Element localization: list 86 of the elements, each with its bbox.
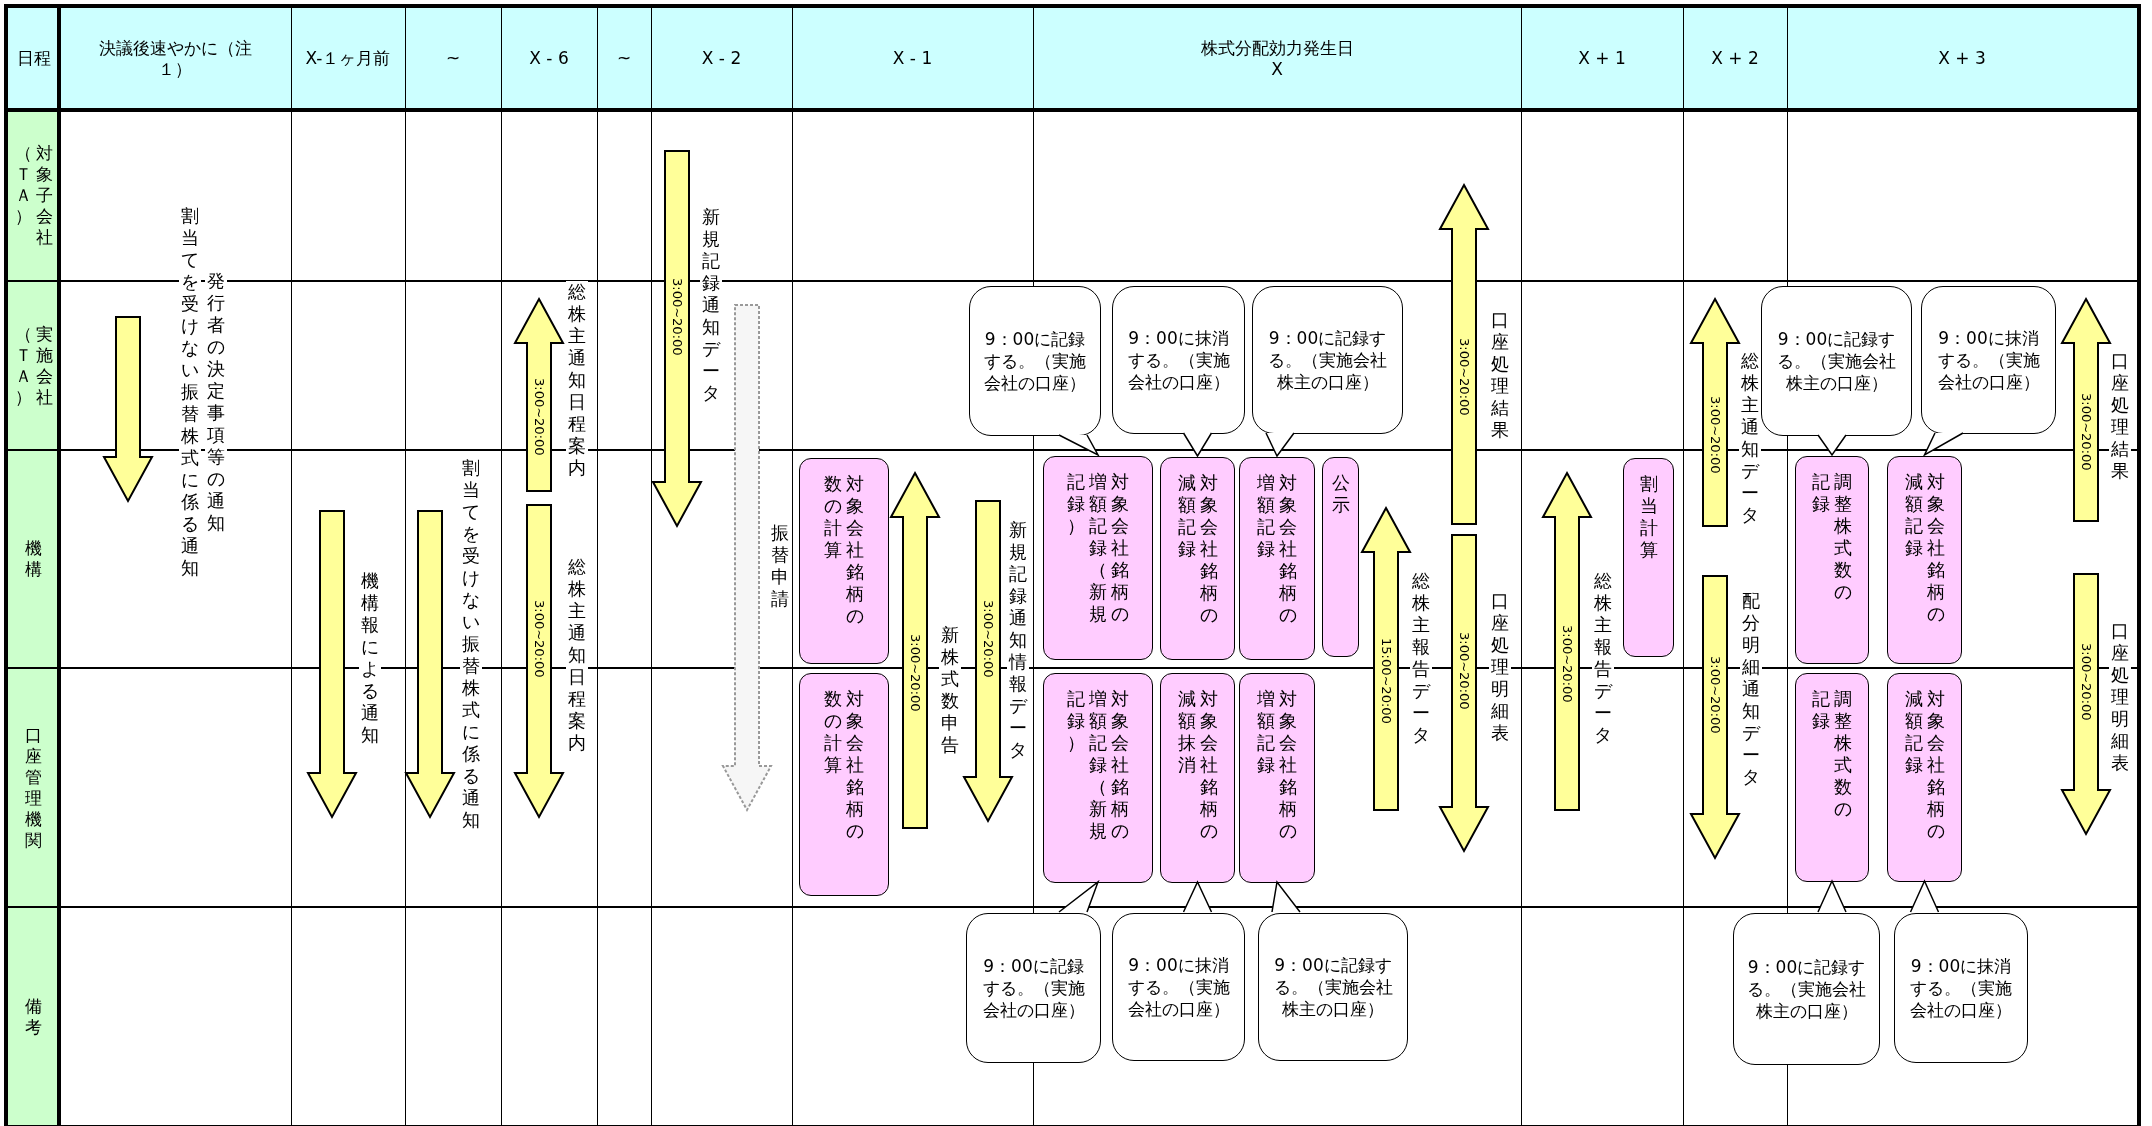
- speech-bubble: [1733, 913, 1880, 1065]
- callout-pointer: [1922, 432, 1964, 457]
- edge-label: 新規記録通知情報データ: [1007, 519, 1029, 761]
- edge-label: 発行者の決定事項等の通知: [205, 270, 227, 534]
- column-header: X-１ヶ月前: [291, 8, 405, 110]
- process-box: 割当計算: [1623, 458, 1674, 657]
- lane-title: 備考: [8, 908, 59, 1125]
- column-header: ~: [405, 8, 501, 110]
- edge-label: 総株主報告データ: [1410, 570, 1432, 746]
- process-box: 対象会社銘柄の減額記録: [1160, 457, 1235, 660]
- process-box: 調整株式数の記録: [1795, 456, 1869, 664]
- block-arrow: [404, 510, 456, 820]
- bubble-text: 9：00に記録する。（実施会社の口座）: [983, 328, 1087, 394]
- callout-pointer: [1058, 434, 1100, 457]
- edge-label: 配分明細通知データ: [1740, 590, 1762, 788]
- speech-bubble: [1258, 913, 1408, 1061]
- bubble-text: 9：00に記録する。（実施会社株主の口座）: [1267, 327, 1388, 393]
- column-header: X - 6: [501, 8, 597, 110]
- edge-label: 振替申請: [769, 522, 791, 610]
- process-box: 対象会社銘柄の数の計算: [799, 673, 889, 896]
- block-arrow: [102, 316, 154, 504]
- process-box: 対象会社銘柄の減額記録: [1887, 456, 1962, 664]
- edge-label: 機構報による通知: [359, 570, 381, 746]
- speech-bubble: [1894, 913, 2028, 1063]
- column-header: X - 1: [792, 8, 1033, 110]
- process-box: 対象会社銘柄の増額記録: [1239, 457, 1315, 660]
- speech-bubble: [1252, 286, 1403, 434]
- edge-label: 新株式数申告: [939, 624, 961, 756]
- column-header: X + 1: [1521, 8, 1683, 110]
- process-box: 公示: [1322, 457, 1359, 657]
- block-arrow: [1438, 182, 1490, 525]
- bubble-text: 9：00に記録する。（実施会社株主の口座）: [1776, 328, 1897, 394]
- callout-pointer: [1909, 879, 1940, 913]
- process-box: 対象会社銘柄の減額記録: [1887, 673, 1962, 882]
- callout-pointer: [1058, 879, 1100, 913]
- callout-pointer: [1182, 880, 1213, 913]
- edge-label: 総株主通知日程案内: [566, 281, 588, 479]
- flow-label: 割当てを受けない振替株式に係る通知: [179, 205, 201, 579]
- callout-pointer: [1271, 880, 1301, 913]
- bubble-text: 9：00に記録する。（実施会社の口座）: [981, 955, 1086, 1021]
- column-header: 日程: [8, 8, 59, 110]
- column-header: X + 2: [1683, 8, 1787, 110]
- bubble-text: 9：00に抹消する。（実施会社の口座）: [1126, 327, 1231, 393]
- lane-title: 対象子会社（ＴＡ）: [8, 111, 59, 280]
- block-arrow: [1541, 470, 1593, 811]
- speech-bubble: [969, 286, 1101, 436]
- column-header: 決議後速やかに（注１）: [59, 8, 291, 110]
- lane-title: 口座管理機関: [8, 669, 59, 906]
- lane-title: 実施会社（ＴＡ）: [8, 282, 59, 449]
- edge-label: 総株主通知データ: [1739, 350, 1761, 526]
- column-header: X + 3: [1787, 8, 2137, 110]
- block-arrow: [1438, 534, 1490, 854]
- edge-label: 新規記録通知データ: [700, 206, 722, 404]
- bubble-text: 9：00に抹消する。（実施会社の口座）: [1909, 955, 2013, 1021]
- block-arrow: [651, 150, 703, 529]
- column-header: ~: [597, 8, 651, 110]
- process-box: 調整株式数の記録: [1795, 673, 1869, 882]
- bubble-text: 9：00に抹消する。（実施会社の口座）: [1126, 954, 1231, 1020]
- callout-pointer: [1817, 879, 1847, 913]
- swimlane: [8, 907, 2137, 1126]
- process-box: 対象会社銘柄の数の計算: [799, 458, 889, 664]
- block-arrow: [889, 470, 941, 829]
- process-box: 対象会社銘柄の増額記録（新規記録）: [1043, 673, 1153, 883]
- block-arrow: [721, 304, 773, 813]
- bubble-text: 9：00に記録する。（実施会社株主の口座）: [1746, 956, 1867, 1022]
- lane-title: 機構: [8, 451, 59, 667]
- speech-bubble: [1761, 286, 1912, 436]
- speech-bubble: [1112, 913, 1245, 1061]
- edge-label: 総株主報告データ: [1592, 570, 1614, 746]
- column-header: X - 2: [651, 8, 792, 110]
- edge-label: 総株主通知日程案内: [566, 556, 588, 754]
- speech-bubble: [1112, 286, 1245, 434]
- column-header: 株式分配効力発生日 X: [1033, 8, 1521, 110]
- process-box: 対象会社銘柄の増額記録（新規記録）: [1043, 456, 1153, 660]
- block-arrow: [513, 504, 565, 820]
- bubble-text: 9：00に記録する。（実施会社株主の口座）: [1272, 954, 1394, 1020]
- process-box: 対象会社銘柄の増額記録: [1239, 673, 1315, 883]
- callout-pointer: [1182, 432, 1213, 458]
- bubble-text: 9：00に抹消する。（実施会社の口座）: [1936, 327, 2041, 393]
- callout-pointer: [1265, 432, 1295, 458]
- speech-bubble: [1921, 286, 2056, 434]
- callout-pointer: [1817, 434, 1847, 457]
- speech-bubble: [966, 913, 1101, 1063]
- process-box: 対象会社銘柄の減額抹消: [1160, 673, 1235, 883]
- block-arrow: [306, 510, 358, 820]
- edge-label: 割当てを受けない振替株式に係る通知: [460, 457, 482, 831]
